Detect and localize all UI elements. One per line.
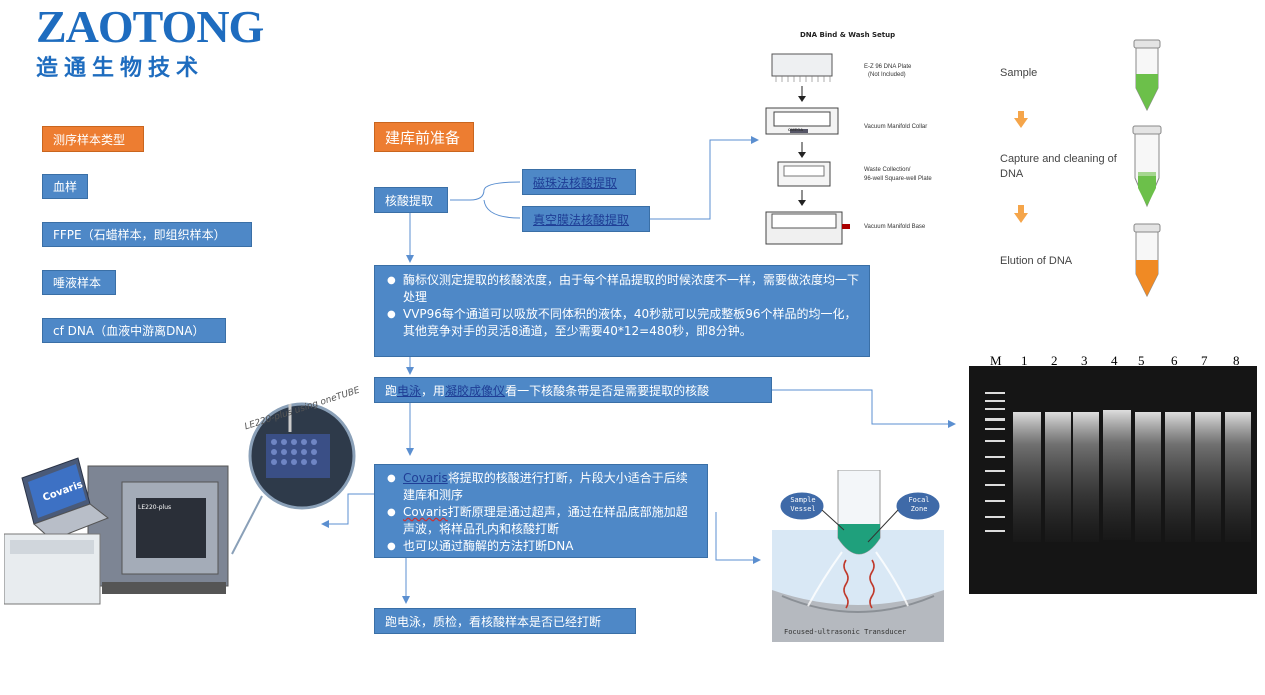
covaris-link[interactable]: Covaris [403, 505, 448, 519]
sample-type-cfdna: cf DNA（血液中游离DNA） [42, 318, 226, 343]
setup-label: Vacuum Manifold Base [864, 224, 926, 230]
sample-type-saliva: 唾液样本 [42, 270, 116, 295]
quant-bullet: VVP96每个通道可以吸放不同体积的液体，40秒就可以完成整板96个样品的均一化… [385, 306, 859, 340]
dna-setup-figure: DNA Bind & Wash Setup E-Z 96 DNA Plate (… [760, 28, 960, 253]
covaris-drawing [3, 402, 356, 605]
covaris-bullet: 也可以通过酶解的方法打断DNA [385, 538, 697, 555]
fragmentation-step: Covaris将提取的核酸进行打断，片段大小适合于后续建库和测序 Covaris… [374, 464, 708, 558]
ultrasonic-drawing [772, 470, 944, 642]
covaris-link[interactable]: Covaris [403, 471, 448, 485]
tube-drawings [1014, 39, 1162, 298]
magnetic-beads-link[interactable]: 磁珠法核酸提取 [533, 175, 618, 190]
tube-step-label: Sample [1000, 67, 1038, 79]
gel-lane-label: M [990, 353, 1002, 368]
gel-lane-label: 8 [1233, 353, 1240, 368]
arrow-to-gel [772, 389, 956, 428]
arrow-to-setup [650, 136, 759, 220]
covaris-instrument-figure: Covaris LE220-plus LE220-plus using oneT… [3, 386, 361, 616]
setup-label: 96-well Square-well Plate [864, 176, 932, 182]
tube-step-label: Capture and cleaning of DNA [1000, 153, 1117, 180]
method-magnetic-beads: 磁珠法核酸提取 [522, 169, 636, 195]
method-brace [450, 181, 521, 219]
method-vacuum-membrane: 真空膜法核酸提取 [522, 206, 650, 232]
gel-lane-label: 1 [1021, 353, 1028, 368]
arrow-to-ultrasonic [715, 512, 761, 564]
vacuum-membrane-link[interactable]: 真空膜法核酸提取 [533, 212, 630, 227]
covaris-model: LE220-plus [138, 504, 172, 511]
quant-bullet: 酶标仪测定提取的核酸浓度，由于每个样品提取的时候浓度不一样，需要做浓度均一下处理 [385, 272, 859, 306]
gel-check-step: 跑电泳，用凝胶成像仪看一下核酸条带是否是需要提取的核酸 [374, 377, 772, 403]
sample-type-blood: 血样 [42, 174, 88, 199]
setup-label: Vacuum Manifold Collar [864, 124, 928, 130]
covaris-bullet: Covaris打断原理是通过超声，通过在样品底部施加超声波，将样品孔内和核酸打断 [385, 504, 697, 538]
quantification-step: 酶标仪测定提取的核酸浓度，由于每个样品提取的时候浓度不一样，需要做浓度均一下处理… [374, 265, 870, 357]
gel-lane-label: 3 [1081, 353, 1088, 368]
logo-subtitle: 造通生物技术 [36, 56, 205, 81]
gel-lane-label: 4 [1111, 353, 1118, 368]
gel-lane-label: 7 [1201, 353, 1208, 368]
transducer-label: Focused-ultrasonic Transducer [784, 628, 907, 636]
arrow-to-covaris [321, 493, 374, 528]
setup-label: E-Z 96 DNA Plate [864, 64, 912, 70]
gel-lane-label: 6 [1171, 353, 1178, 368]
covaris-bullet: Covaris将提取的核酸进行打断，片段大小适合于后续建库和测序 [385, 470, 697, 504]
electrophoresis-link[interactable]: 电泳 [397, 383, 422, 398]
gel-lane-label: 2 [1051, 353, 1058, 368]
extraction-step: 核酸提取 [374, 187, 448, 213]
collar-brand: OMEGA [788, 127, 804, 132]
flow-title: 建库前准备 [374, 122, 474, 152]
setup-drawing [765, 53, 850, 245]
setup-label: Waste Collection/ [864, 167, 911, 173]
gel-lane-label: 5 [1138, 353, 1145, 368]
setup-title: DNA Bind & Wash Setup [800, 31, 896, 39]
setup-label: (Not Included) [868, 72, 906, 78]
gel-imager-link[interactable]: 凝胶成像仪 [445, 383, 506, 398]
sample-type-ffpe: FFPE（石蜡样本，即组织样本） [42, 222, 252, 247]
final-qc-step: 跑电泳，质检，看核酸样本是否已经打断 [374, 608, 636, 634]
gel-image [969, 366, 1257, 594]
sample-type-header: 测序样本类型 [42, 126, 144, 152]
gel-bands [985, 392, 1251, 542]
tube-process-figure: Sample Capture and cleaning of DNA Eluti… [990, 38, 1180, 300]
tube-step-label: Elution of DNA [1000, 255, 1073, 267]
